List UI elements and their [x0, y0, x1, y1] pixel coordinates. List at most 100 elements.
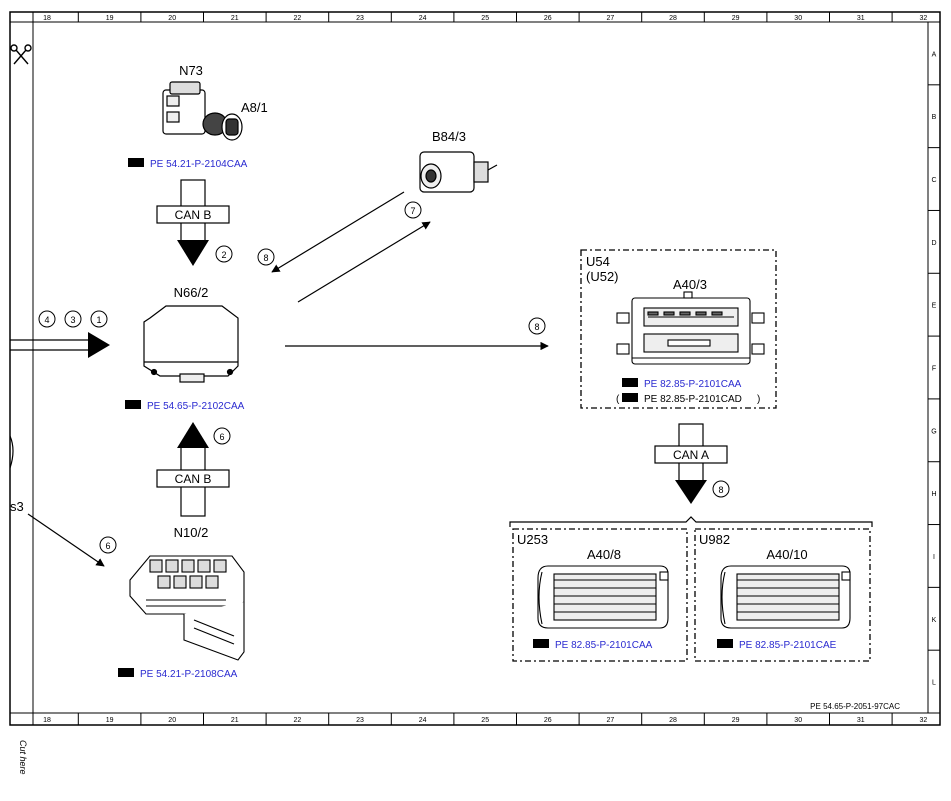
- svg-text:PE 82.85-P-2101CAA: PE 82.85-P-2101CAA: [555, 640, 653, 651]
- svg-text:7: 7: [410, 206, 415, 216]
- svg-text:PE 54.65-P-2102CAA: PE 54.65-P-2102CAA: [147, 401, 245, 412]
- ruler-column-label: 31: [857, 15, 865, 22]
- arrow-s3-to-n10: [27, 513, 105, 567]
- ruler-column-label: 30: [794, 717, 802, 724]
- a8-1-label: A8/1: [241, 100, 268, 115]
- ruler-column-label: 30: [794, 15, 802, 22]
- ruler-column-label: 26: [544, 717, 552, 724]
- ruler-row-label: H: [931, 491, 936, 498]
- n66-reference: PE 54.65-P-2102CAA: [125, 400, 245, 412]
- ruler-row-label: G: [931, 428, 936, 435]
- b84-camera: [419, 151, 498, 193]
- svg-text:): ): [757, 394, 760, 405]
- svg-text:PE 82.85-P-2101CAE: PE 82.85-P-2101CAE: [739, 640, 837, 651]
- ruler-column-label: 32: [920, 717, 928, 724]
- a40-10-label: A40/10: [766, 547, 807, 562]
- ruler-row-label: E: [932, 303, 937, 310]
- n66-label: N66/2: [174, 285, 209, 300]
- ruler-column-label: 32: [920, 15, 928, 22]
- svg-text:6: 6: [105, 541, 110, 551]
- svg-text:(: (: [616, 394, 620, 405]
- marker-8b: 8: [528, 317, 546, 335]
- n73-reference: PE 54.21-P-2104CAA: [128, 158, 248, 170]
- b84-label: B84/3: [432, 129, 466, 144]
- svg-text:CAN B: CAN B: [175, 472, 212, 486]
- pointing-hand-icon: [533, 639, 549, 648]
- ruler-column-label: 19: [106, 717, 114, 724]
- pointing-hand-icon: [128, 158, 144, 167]
- svg-text:PE 82.85-P-2101CAA: PE 82.85-P-2101CAA: [644, 379, 742, 390]
- ruler-row-label: D: [931, 240, 936, 247]
- u982-label: U982: [699, 532, 730, 547]
- pointing-hand-icon: [125, 400, 141, 409]
- a40-3-label: A40/3: [673, 277, 707, 292]
- n10-reference: PE 54.21-P-2108CAA: [118, 668, 238, 680]
- ruler-column-label: 23: [356, 15, 364, 22]
- n66-control-unit: [143, 305, 239, 383]
- drawing-id: PE 54.65-P-2051-97CAC: [810, 702, 900, 711]
- svg-text:8: 8: [263, 253, 268, 263]
- marker-8a: 8: [257, 248, 275, 266]
- scissors-icon: [10, 44, 32, 65]
- ruler-column-label: 22: [294, 15, 302, 22]
- n73-label: N73: [179, 63, 203, 78]
- ruler-row-label: L: [932, 680, 936, 687]
- can-b-top-arrow: CAN B: [156, 179, 230, 266]
- svg-text:CAN A: CAN A: [673, 448, 709, 462]
- ruler-column-label: 24: [419, 15, 427, 22]
- n10-label: N10/2: [174, 525, 209, 540]
- svg-text:8: 8: [718, 485, 723, 495]
- arrow-b84-to-n66: [271, 191, 405, 273]
- marker-6a: 6: [213, 427, 231, 445]
- u52-label: (U52): [586, 269, 619, 284]
- a40-8-label: A40/8: [587, 547, 621, 562]
- ruler-column-label: 21: [231, 717, 239, 724]
- svg-text:4: 4: [44, 315, 49, 325]
- ruler-column-label: 25: [481, 717, 489, 724]
- marker-3: 3: [64, 310, 82, 328]
- a40-3-display-unit: [616, 291, 765, 365]
- arrow-n66-to-b84: [297, 221, 431, 303]
- svg-text:3: 3: [70, 315, 75, 325]
- ruler-row-label: B: [932, 114, 937, 121]
- svg-text:PE 82.85-P-2101CAD: PE 82.85-P-2101CAD: [644, 394, 742, 405]
- u982-group-box: [694, 528, 871, 662]
- a40-10-display: [720, 565, 851, 629]
- pointing-hand-icon: [622, 393, 638, 402]
- a40-8-display: [537, 565, 669, 629]
- marker-1: 1: [90, 310, 108, 328]
- n73-ignition-switch: [162, 81, 243, 141]
- svg-text:PE 54.21-P-2104CAA: PE 54.21-P-2104CAA: [150, 159, 248, 170]
- can-a-arrow: CAN A: [654, 423, 728, 504]
- ruler-column-label: 22: [294, 717, 302, 724]
- can-b-bottom-arrow: CAN B: [156, 422, 230, 517]
- marker-6b: 6: [99, 536, 117, 554]
- svg-text:CAN B: CAN B: [175, 208, 212, 222]
- ruler-column-label: 27: [607, 717, 615, 724]
- ruler-column-label: 28: [669, 717, 677, 724]
- ruler-row-label: I: [933, 554, 935, 561]
- ruler-column-label: 24: [419, 717, 427, 724]
- marker-4: 4: [38, 310, 56, 328]
- u253-reference: PE 82.85-P-2101CAA: [533, 639, 653, 651]
- ruler-column-label: 18: [43, 717, 51, 724]
- u54-reference: PE 82.85-P-2101CAA: [622, 378, 742, 390]
- edge-label: s3: [10, 499, 24, 514]
- ruler-column-label: 26: [544, 15, 552, 22]
- edge-bracket: [9, 435, 14, 469]
- u54-reference-alt: ( PE 82.85-P-2101CAD ): [616, 393, 760, 405]
- ruler-column-label: 28: [669, 15, 677, 22]
- n10-fuse-relay-module: [129, 555, 245, 661]
- ruler-column-label: 20: [168, 15, 176, 22]
- ruler-column-label: 29: [732, 15, 740, 22]
- u253-label: U253: [517, 532, 548, 547]
- pointing-hand-icon: [118, 668, 134, 677]
- svg-text:1: 1: [96, 315, 101, 325]
- svg-text:2: 2: [221, 250, 226, 260]
- pointing-hand-icon: [717, 639, 733, 648]
- u253-group-box: [512, 528, 688, 662]
- ruler-column-label: 27: [607, 15, 615, 22]
